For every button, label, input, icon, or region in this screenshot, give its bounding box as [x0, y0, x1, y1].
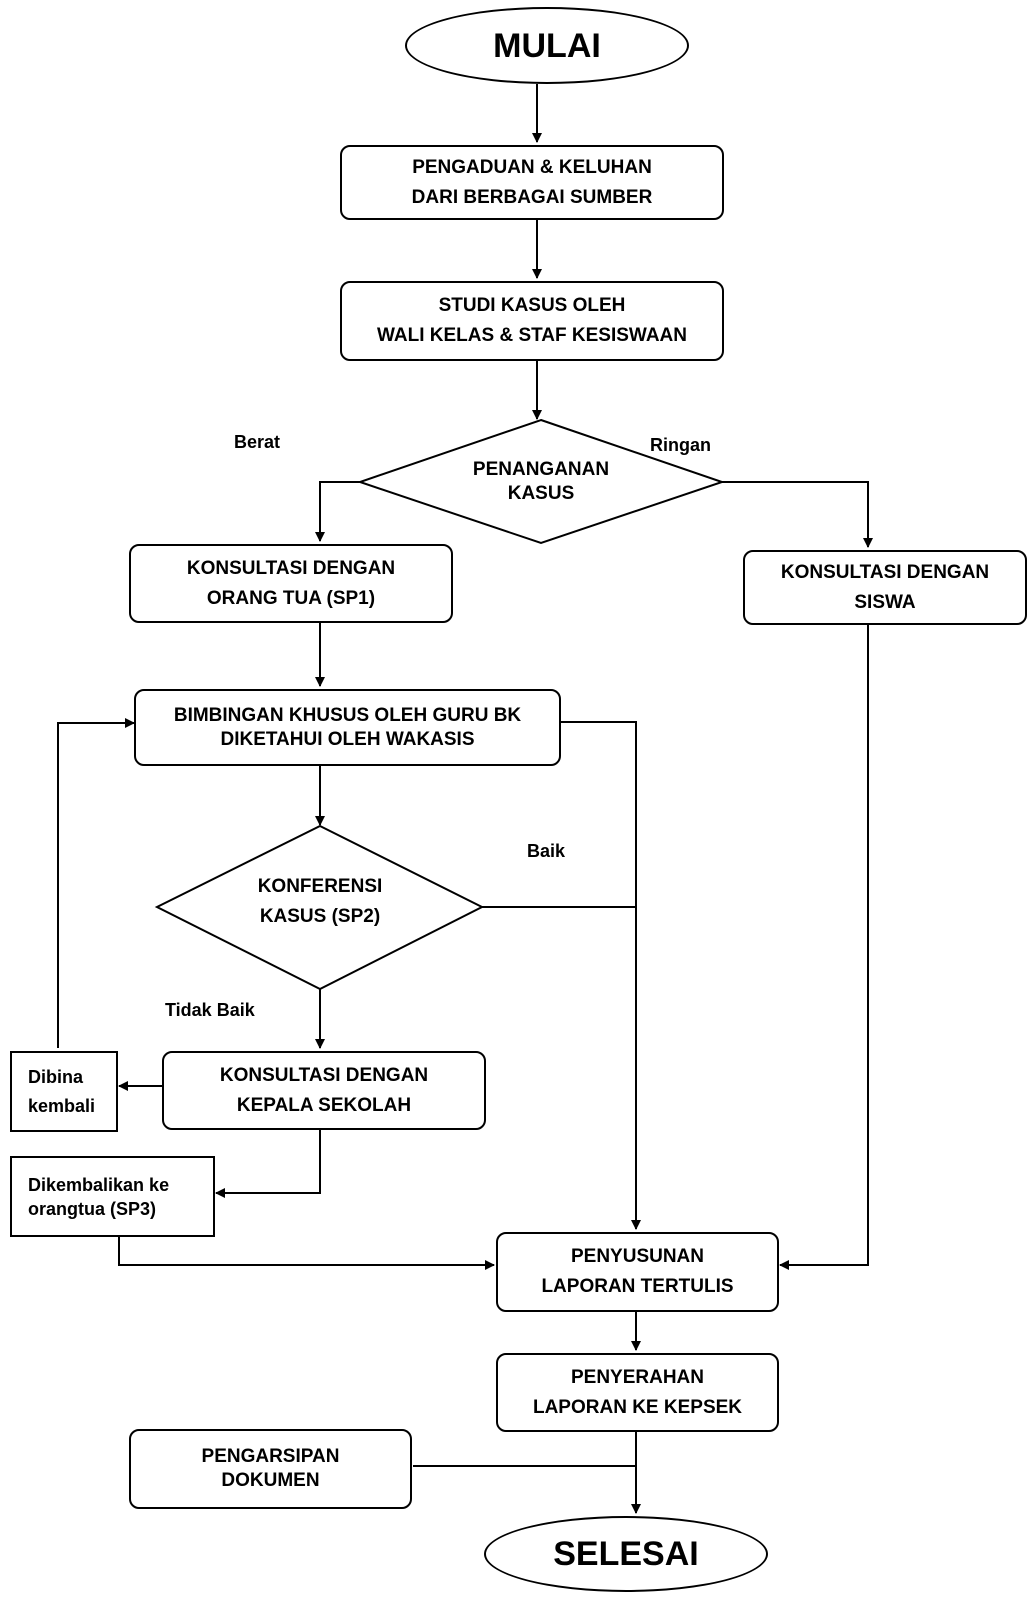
- arrow-returned-to-report: [118, 1235, 495, 1270]
- case-handling-line-1: PENANGANAN: [472, 459, 610, 480]
- returned-line-2: orangtua (SP3): [28, 1198, 157, 1219]
- case-conference-line-2: KASUS (SP2): [259, 906, 381, 927]
- archive-line-1: PENGARSIPAN: [201, 1446, 340, 1467]
- parent-consult-line-1: KONSULTASI DENGAN: [186, 557, 396, 579]
- case-conference-line-1: KONFERENSI: [257, 876, 383, 897]
- counseling-line-2: DIKETAHUI OLEH WAKASIS: [220, 728, 475, 750]
- principal-consult-line-2: KEPALA SEKOLAH: [236, 1094, 412, 1116]
- principal-consult-line-1: KONSULTASI DENGAN: [219, 1064, 429, 1086]
- handover-line-1: PENYERAHAN: [570, 1366, 705, 1388]
- archive-box: PENGARSIPAN DOKUMEN: [129, 1429, 412, 1509]
- arrow-student-to-report: [779, 623, 869, 1270]
- arrow-berat-branch: [315, 481, 360, 542]
- student-consult-box: KONSULTASI DENGAN SISWA: [743, 550, 1027, 625]
- retrain-box: Dibina kembali: [10, 1051, 118, 1132]
- tidak-baik-label: Tidak Baik: [165, 1000, 255, 1020]
- handover-box: PENYERAHAN LAPORAN KE KEPSEK: [496, 1353, 779, 1432]
- principal-consult-box: KONSULTASI DENGAN KEPALA SEKOLAH: [162, 1051, 486, 1130]
- report-line-1: PENYUSUNAN: [570, 1246, 705, 1267]
- counseling-box: BIMBINGAN KHUSUS OLEH GURU BK DIKETAHUI …: [134, 689, 561, 766]
- complaints-line-2: DARI BERBAGAI SUMBER: [411, 186, 653, 208]
- arrow-retrain-loop: [57, 718, 135, 1048]
- arrow-ringan-branch: [722, 481, 873, 548]
- arrow-principal-to-returned: [215, 1125, 321, 1198]
- case-study-line-1: STUDI KASUS OLEH: [438, 295, 626, 316]
- case-study-line-2: WALI KELAS & STAF KESISWAAN: [377, 325, 687, 346]
- baik-label: Baik: [527, 841, 566, 861]
- returned-box: Dikembalikan ke orangtua (SP3): [10, 1156, 215, 1237]
- returned-line-1: Dikembalikan ke: [28, 1174, 170, 1195]
- student-consult-line-2: SISWA: [854, 591, 916, 613]
- start-label: MULAI: [493, 26, 601, 65]
- student-consult-line-1: KONSULTASI DENGAN: [780, 561, 990, 583]
- ringan-label: Ringan: [650, 435, 711, 455]
- case-handling-line-2: KASUS: [507, 483, 575, 504]
- end-label: SELESAI: [553, 1535, 699, 1573]
- parent-consult-line-2: ORANG TUA (SP1): [206, 587, 376, 609]
- counseling-line-1: BIMBINGAN KHUSUS OLEH GURU BK: [173, 704, 522, 726]
- complaints-box: PENGADUAN & KELUHAN DARI BERBAGAI SUMBER: [340, 145, 724, 220]
- parent-consult-box: KONSULTASI DENGAN ORANG TUA (SP1): [129, 544, 453, 623]
- case-study-box: STUDI KASUS OLEH WALI KELAS & STAF KESIS…: [340, 281, 724, 361]
- end-node: SELESAI: [484, 1516, 768, 1592]
- complaints-line-1: PENGADUAN & KELUHAN: [412, 156, 652, 178]
- retrain-line-2: kembali: [28, 1095, 96, 1116]
- berat-label: Berat: [234, 432, 281, 452]
- case-handling-text: PENANGANAN KASUS: [441, 458, 641, 506]
- handover-line-2: LAPORAN KE KEPSEK: [532, 1396, 743, 1418]
- retrain-line-1: Dibina: [28, 1066, 84, 1087]
- archive-line-2: DOKUMEN: [221, 1470, 320, 1491]
- case-conference-text: KONFERENSI KASUS (SP2): [220, 872, 420, 932]
- report-box: PENYUSUNAN LAPORAN TERTULIS: [496, 1232, 779, 1312]
- case-handling-diamond: [356, 418, 726, 545]
- line-counseling-to-report: [561, 721, 641, 1230]
- start-node: MULAI: [405, 7, 689, 84]
- report-line-2: LAPORAN TERTULIS: [541, 1276, 734, 1297]
